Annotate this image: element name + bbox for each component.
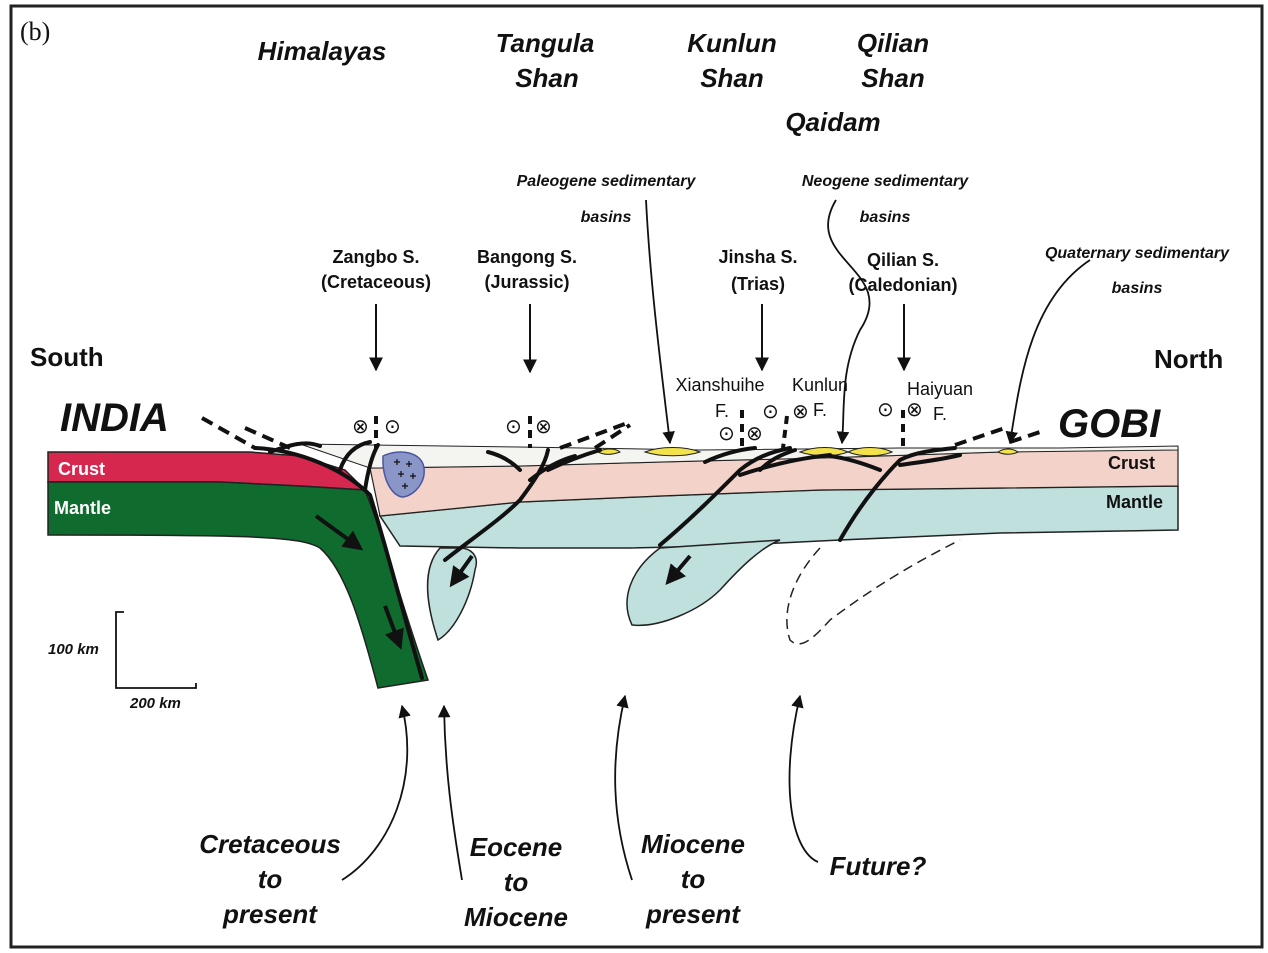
range-kunlun-2: Shan (700, 63, 764, 93)
epoch-future: Future? (830, 851, 927, 881)
epoch-eocene-3: Miocene (464, 902, 568, 932)
direction-south: South (30, 342, 104, 372)
motion-dot-symbol: ⊙ (877, 399, 894, 421)
scale-vertical-label: 100 km (48, 641, 99, 658)
plate-gobi: GOBI (1058, 402, 1161, 446)
motion-dot-symbol: ⊙ (718, 423, 735, 445)
fault-xianshuihe-1: Xianshuihe (675, 375, 764, 395)
basin-paleogene-2: basins (581, 209, 632, 226)
range-kunlun-1: Kunlun (687, 28, 777, 58)
basin-quaternary-1: Quaternary sedimentary (1045, 245, 1230, 262)
suture-pointer-arrows (376, 304, 904, 372)
mantle-drip-miocene (627, 540, 780, 625)
fault-xianshuihe-2: F. (715, 401, 729, 421)
basin-pointer-arrows (646, 200, 1090, 443)
suture-jinsha-1: Jinsha S. (718, 247, 797, 267)
dashed-fault-extensions (202, 418, 1040, 448)
epoch-eocene-1: Eocene (470, 832, 563, 862)
range-qilian-2: Shan (861, 63, 925, 93)
epoch-miocene-3: present (645, 899, 741, 929)
range-qilian-1: Qilian (857, 28, 929, 58)
layer-crust-india: Crust (58, 459, 105, 479)
epoch-miocene-1: Miocene (641, 829, 745, 859)
suture-qilian-1: Qilian S. (867, 250, 939, 270)
future-drip-outline (787, 540, 960, 644)
scale-bar (116, 612, 196, 688)
layer-mantle-india: Mantle (54, 498, 111, 518)
motion-cross-symbol: ⊗ (746, 423, 763, 445)
epoch-eocene-2: to (504, 867, 529, 897)
suture-zangbo-1: Zangbo S. (333, 247, 420, 267)
suture-bangong-1: Bangong S. (477, 247, 577, 267)
motion-dot-symbol: ⊙ (505, 416, 522, 438)
suture-qilian-2: (Caledonian) (848, 275, 957, 295)
fault-kunlun-2: F. (813, 400, 827, 420)
motion-cross-symbol: ⊗ (792, 401, 809, 423)
basin-neogene-1: Neogene sedimentary (802, 173, 969, 190)
motion-dot-symbol: ⊙ (384, 416, 401, 438)
fault-kunlun-1: Kunlun (792, 375, 848, 395)
plate-india: INDIA (60, 396, 169, 440)
suture-jinsha-2: (Trias) (731, 274, 785, 294)
suture-bangong-2: (Jurassic) (484, 272, 569, 292)
motion-cross-symbol: ⊗ (535, 416, 552, 438)
motion-dot-symbol: ⊗ (352, 416, 369, 438)
epoch-cretaceous-1: Cretaceous (199, 829, 341, 859)
basin-paleogene-1: Paleogene sedimentary (517, 173, 697, 190)
range-tangula-2: Shan (515, 63, 579, 93)
scale-horizontal-label: 200 km (129, 695, 181, 712)
range-himalayas: Himalayas (258, 36, 387, 66)
fault-haiyuan-2: F. (933, 404, 947, 424)
basin-neogene-2: basins (860, 209, 911, 226)
epoch-miocene-2: to (681, 864, 706, 894)
panel-label: (b) (20, 17, 50, 46)
range-qaidam: Qaidam (785, 107, 880, 137)
fault-haiyuan-1: Haiyuan (907, 379, 973, 399)
epoch-cretaceous-3: present (222, 899, 318, 929)
basin-quaternary-2: basins (1112, 280, 1163, 297)
layer-mantle-asia: Mantle (1106, 492, 1163, 512)
motion-cross-symbol: ⊗ (906, 399, 923, 421)
range-tangula-1: Tangula (496, 28, 595, 58)
layer-crust-asia: Crust (1108, 453, 1155, 473)
epoch-pointer-arrows (342, 696, 818, 880)
suture-zangbo-2: (Cretaceous) (321, 272, 431, 292)
motion-dot-symbol: ⊙ (762, 401, 779, 423)
direction-north: North (1154, 344, 1223, 374)
epoch-cretaceous-2: to (258, 864, 283, 894)
